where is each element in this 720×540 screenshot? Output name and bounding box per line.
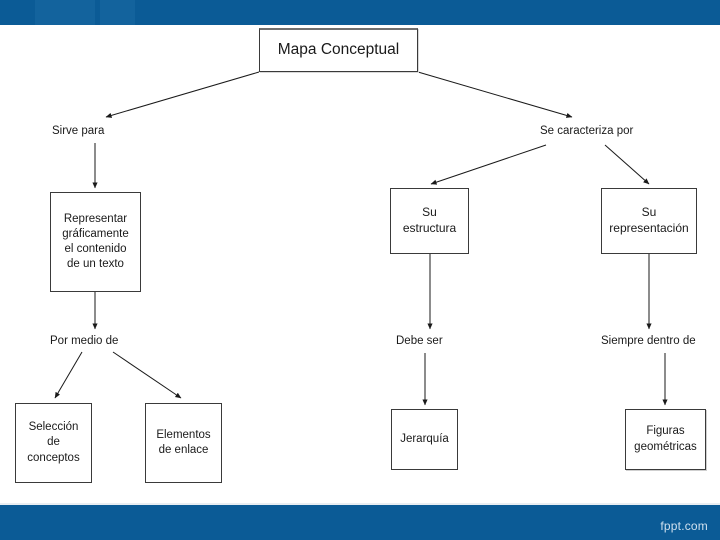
- node-jerarquia[interactable]: Jerarquía: [391, 409, 458, 470]
- top-brand-bar: [0, 0, 720, 25]
- node-elementos-de-enlace[interactable]: Elementos de enlace: [145, 403, 222, 483]
- connector-label-se-caracteriza-por: Se caracteriza por: [540, 125, 634, 137]
- node-representar-graficamente[interactable]: Representar gráficamente el contenido de…: [50, 192, 141, 292]
- node-mapa-conceptual[interactable]: Mapa Conceptual: [259, 28, 418, 72]
- connector-label-por-medio-de: Por medio de: [50, 335, 119, 347]
- node-seleccion-de-conceptos[interactable]: Selección de conceptos: [15, 403, 92, 483]
- bottom-brand-bar: fppt.com: [0, 503, 720, 540]
- concept-map-canvas: Mapa Conceptual Sirve para Se caracteriz…: [0, 25, 720, 503]
- brand-bar-stripe: [100, 0, 135, 25]
- connector-arrows: [54, 71, 668, 406]
- connector-label-sirve-para: Sirve para: [52, 125, 105, 137]
- connector-label-siempre-dentro-de: Siempre dentro de: [601, 335, 696, 347]
- fppt-watermark: fppt.com: [660, 519, 708, 533]
- brand-bar-stripe: [35, 0, 95, 25]
- node-figuras-geometricas[interactable]: Figuras geométricas: [625, 409, 706, 470]
- node-su-estructura[interactable]: Su estructura: [390, 188, 469, 254]
- connector-label-debe-ser: Debe ser: [396, 335, 443, 347]
- node-su-representacion[interactable]: Su representación: [601, 188, 697, 254]
